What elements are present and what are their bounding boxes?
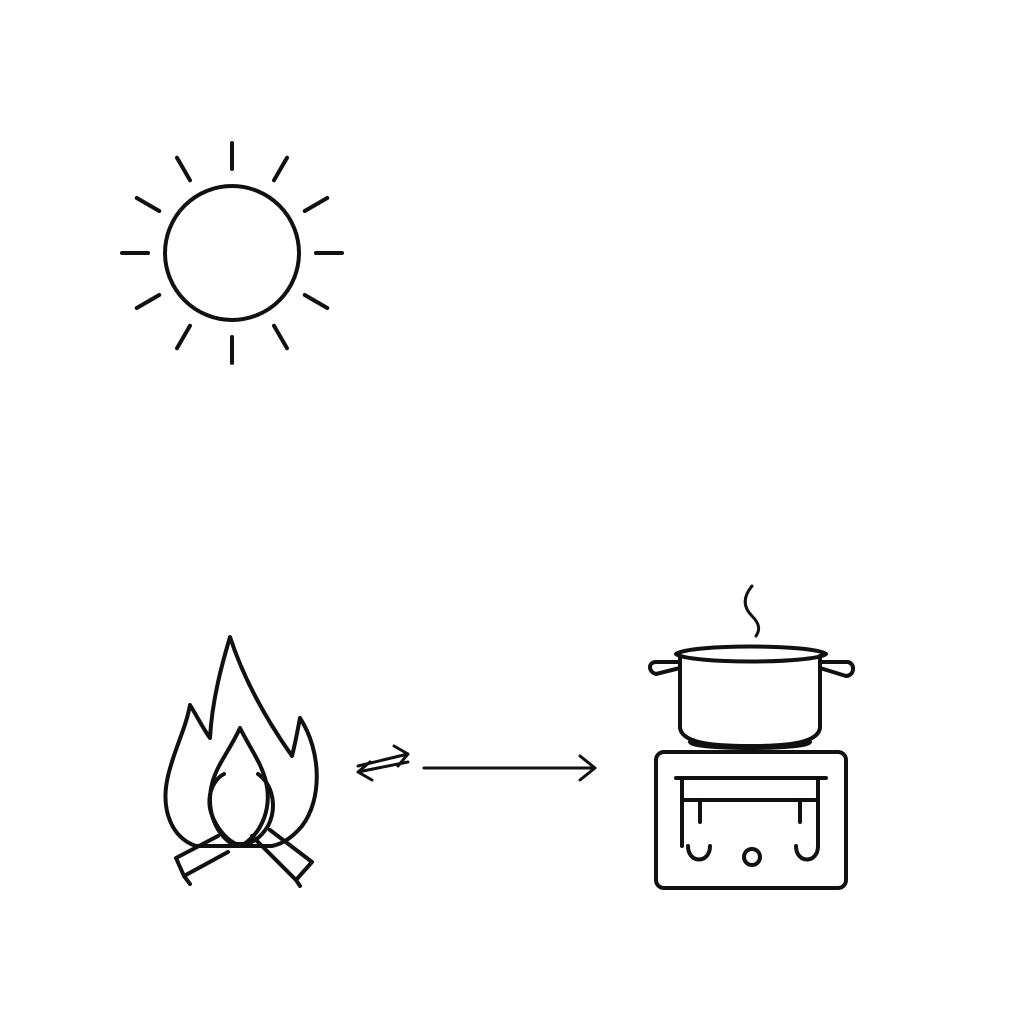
sun-rays: [120, 141, 344, 365]
arrow-right-icon: [422, 754, 597, 782]
campfire-log-left: [174, 834, 230, 878]
sun-ray: [302, 196, 330, 213]
stove-body: [654, 750, 848, 890]
double-arrow-bottom: [356, 760, 410, 782]
stove-frame: [680, 776, 820, 848]
pot-handle-right: [818, 660, 855, 678]
campfire-log-right: [250, 828, 314, 882]
campfire-log-right-end: [294, 878, 302, 888]
steam-icon: [743, 584, 761, 638]
pot-body: [678, 654, 822, 748]
sun-disc: [163, 184, 301, 322]
sun-ray: [175, 323, 192, 351]
sun-ray: [272, 323, 289, 351]
stove-knob-right: [794, 844, 820, 862]
pot-rim: [674, 644, 828, 664]
stove-knob-center: [742, 847, 762, 867]
pot-handle-left: [648, 660, 682, 676]
sun-ray: [134, 196, 162, 213]
double-arrow-icon: [356, 744, 410, 782]
campfire-flame-curl-left: [207, 772, 238, 846]
campfire-outer-flame: [163, 635, 319, 848]
arrow-head: [578, 754, 597, 782]
sun-ray: [302, 293, 330, 310]
campfire-icon: [163, 635, 319, 888]
sun-ray: [175, 155, 192, 183]
steam-wisp: [743, 584, 761, 638]
stove-knob-left: [686, 844, 712, 862]
campfire-flame-curl-right: [244, 772, 275, 846]
sun-ray: [272, 155, 289, 183]
sun-icon: [120, 141, 344, 365]
pot-base: [688, 740, 812, 750]
stove-icon: [654, 750, 848, 890]
cooking-pot-icon: [648, 644, 855, 750]
sun-ray: [134, 293, 162, 310]
campfire-log-left-end: [182, 874, 192, 886]
